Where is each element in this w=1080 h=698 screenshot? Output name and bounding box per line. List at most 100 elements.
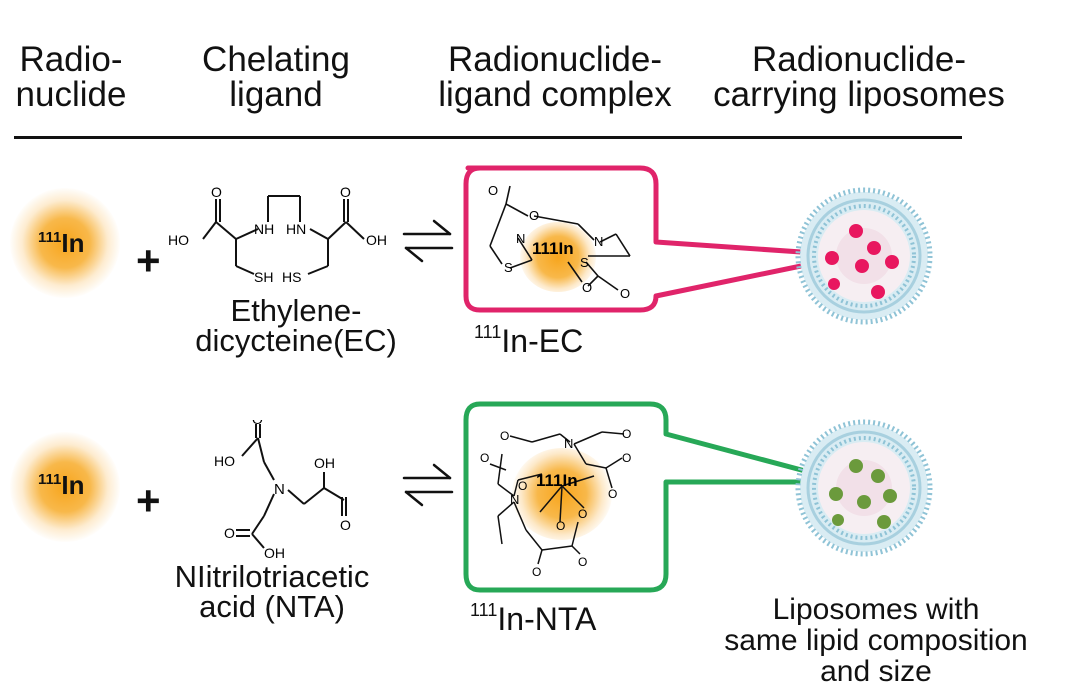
liposome-ec-payload-dot bbox=[855, 259, 869, 273]
liposome-caption: Liposomes with same lipid composition an… bbox=[676, 594, 1076, 687]
liposome-nta-payload-dot bbox=[871, 469, 885, 483]
complex-mass-ec: 111 bbox=[474, 322, 502, 342]
ec-c-center: 111In bbox=[532, 239, 574, 258]
liposome-nta-payload-dot bbox=[877, 515, 891, 529]
nta-c-n1: N bbox=[564, 436, 573, 451]
ligand-name-nta: NIitrilotriacetic acid (NTA) bbox=[148, 559, 396, 624]
nta-complex-structure: O O N O O O N O O O O O 111In bbox=[480, 427, 631, 579]
ec-complex-glow bbox=[520, 222, 596, 292]
ec-c-s1: S bbox=[504, 260, 513, 275]
ligand-name-ec: Ethylene- dicycteine(EC) bbox=[176, 293, 416, 358]
radionuclide-symbol-1: In bbox=[61, 228, 85, 258]
liposome-ec-payload-dot bbox=[867, 241, 881, 255]
nta-c-o5: O bbox=[608, 487, 617, 501]
nta-c-o3: O bbox=[622, 427, 631, 441]
equilibrium-arrows-1 bbox=[402, 219, 454, 263]
liposome-nta bbox=[795, 419, 933, 557]
ligand-name-nta-line1: NIitrilotriacetic bbox=[174, 559, 370, 594]
ec-hs: HS bbox=[282, 269, 301, 285]
nta-c-o9: O bbox=[532, 565, 541, 579]
complex-label-ec: 111In-EC bbox=[474, 322, 583, 360]
header-liposomes-line2: carrying liposomes bbox=[713, 75, 1005, 114]
liposome-nta-payload-dot bbox=[829, 487, 843, 501]
nta-structure: O HO OH N O O OH bbox=[214, 420, 351, 560]
nta-o-right: O bbox=[340, 517, 351, 533]
equilibrium-arrows-2 bbox=[402, 463, 454, 507]
complex-mass-nta: 111 bbox=[470, 600, 498, 620]
ligand-name-ec-line1: Ethylene- bbox=[230, 293, 362, 328]
ec-c-o2: O bbox=[582, 280, 592, 295]
complex-name-ec: In-EC bbox=[501, 323, 584, 359]
liposome-caption-line1: Liposomes with bbox=[772, 593, 980, 626]
header-chelating-line1: Chelating bbox=[202, 40, 350, 79]
header-chelating-ligand: Chelating ligand bbox=[176, 42, 376, 112]
ec-hn: HN bbox=[286, 221, 306, 237]
ec-c-o-top: O bbox=[488, 183, 498, 198]
complex-label-nta: 111In-NTA bbox=[470, 600, 596, 638]
nta-c-o10: O bbox=[578, 555, 587, 569]
header-complex: Radionuclide- ligand complex bbox=[424, 42, 686, 112]
ec-nh: NH bbox=[254, 221, 274, 237]
nta-c-o2: O bbox=[480, 451, 489, 465]
header-liposomes: Radionuclide- carrying liposomes bbox=[690, 42, 1028, 112]
nta-o-top: O bbox=[252, 420, 263, 427]
ec-structure: HO O NH HN O OH SH HS bbox=[168, 184, 387, 285]
nta-c-o6: O bbox=[518, 479, 527, 493]
radionuclide-glow-1 bbox=[10, 188, 120, 298]
liposome-ec-payload-dot bbox=[871, 285, 885, 299]
liposome-caption-line2: same lipid composition bbox=[724, 624, 1028, 657]
header-radionuclide-line1: Radio- bbox=[19, 40, 123, 79]
header-complex-line1: Radionuclide- bbox=[447, 40, 663, 79]
nta-c-n2: N bbox=[510, 492, 519, 507]
radionuclide-mass-2: 111 bbox=[38, 471, 62, 488]
liposome-nta-payload-dot bbox=[883, 489, 897, 503]
ec-o-left: O bbox=[211, 184, 222, 200]
nta-c-o7: O bbox=[556, 519, 565, 533]
liposome-ec-payload-dot bbox=[849, 224, 863, 238]
nta-n: N bbox=[274, 481, 285, 498]
radionuclide-label-1: 111In bbox=[38, 228, 84, 259]
ec-c-o3: O bbox=[620, 286, 630, 301]
radionuclide-glow-2 bbox=[10, 432, 120, 542]
nta-ho: HO bbox=[214, 453, 235, 469]
liposome-ec-payload-dot bbox=[828, 278, 840, 290]
nta-c-o4: O bbox=[622, 451, 631, 465]
plus-sign-1: + bbox=[136, 237, 161, 284]
ec-c-o1: O bbox=[529, 208, 539, 223]
ec-complex-structure: O O N N S S O O 111In bbox=[488, 183, 631, 301]
radionuclide-mass-1: 111 bbox=[38, 229, 62, 246]
nta-c-o8: O bbox=[578, 507, 587, 521]
header-liposomes-line1: Radionuclide- bbox=[751, 40, 967, 79]
nta-complex-frame bbox=[463, 401, 827, 593]
radionuclide-label-2: 111In bbox=[38, 470, 84, 501]
header-complex-line2: ligand complex bbox=[438, 75, 672, 114]
ligand-name-ec-line2: dicycteine(EC) bbox=[195, 323, 397, 358]
header-radionuclide: Radio- nuclide bbox=[6, 42, 136, 112]
liposome-ec-payload-dot bbox=[885, 255, 899, 269]
nta-oh-bottom: OH bbox=[264, 545, 285, 560]
ec-c-s2: S bbox=[580, 255, 589, 270]
liposome-nta-payload-dot bbox=[832, 514, 844, 526]
liposome-nta-payload-dot bbox=[849, 459, 863, 473]
nta-c-o1: O bbox=[500, 429, 509, 443]
ec-oh: OH bbox=[366, 232, 387, 248]
ec-complex-frame bbox=[463, 165, 833, 313]
ec-ho: HO bbox=[168, 232, 189, 248]
nta-c-center: 111In bbox=[536, 471, 578, 490]
ec-sh: SH bbox=[254, 269, 273, 285]
header-chelating-line2: ligand bbox=[229, 75, 323, 114]
header-radionuclide-line2: nuclide bbox=[15, 75, 127, 114]
ec-o-right: O bbox=[340, 184, 351, 200]
nta-oh-right: OH bbox=[314, 455, 335, 471]
liposome-nta-payload-dot bbox=[857, 495, 871, 509]
liposome-ec bbox=[795, 187, 933, 325]
header-divider bbox=[14, 136, 962, 139]
radionuclide-symbol-2: In bbox=[61, 470, 85, 500]
plus-sign-2: + bbox=[136, 477, 161, 524]
liposome-caption-line3: and size bbox=[820, 655, 932, 688]
liposome-ec-payload-dot bbox=[825, 251, 839, 265]
complex-name-nta: In-NTA bbox=[497, 601, 597, 637]
ligand-name-nta-line2: acid (NTA) bbox=[199, 589, 345, 624]
ec-c-n2: N bbox=[594, 234, 603, 249]
nta-o-bottom: O bbox=[224, 525, 235, 541]
